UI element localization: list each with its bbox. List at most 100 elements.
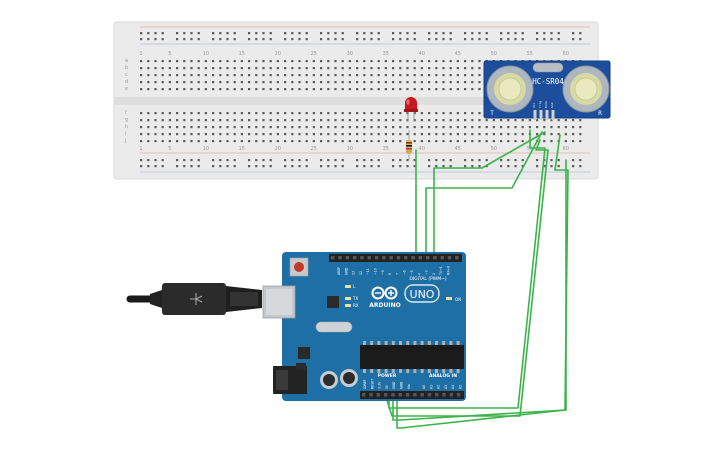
bb-row-letter: b	[125, 65, 128, 71]
wire-echo-to-pin	[433, 131, 546, 259]
header-hole[interactable]	[455, 256, 459, 260]
bb-column-number: 10	[203, 146, 209, 152]
header-hole[interactable]	[418, 256, 423, 260]
bb-hole	[183, 60, 186, 63]
sensor-pin[interactable]	[533, 110, 537, 120]
bb-row-letter: f	[125, 110, 127, 116]
bb-hole	[370, 133, 373, 136]
bb-rail-hole	[572, 32, 575, 35]
header-hole[interactable]	[369, 393, 373, 397]
chip-leg	[456, 369, 460, 373]
bb-hole	[370, 60, 373, 63]
bb-row-letter: c	[125, 72, 128, 78]
bb-hole	[478, 133, 481, 136]
chip-leg	[391, 341, 395, 345]
header-hole[interactable]	[338, 256, 342, 260]
header-hole[interactable]	[396, 256, 401, 260]
bb-hole	[176, 140, 179, 143]
analog-label: ANALOG IN	[429, 373, 457, 379]
resistor[interactable]	[406, 130, 412, 160]
header-hole[interactable]	[440, 256, 445, 260]
bb-hole	[147, 112, 150, 115]
bb-rail-hole	[507, 32, 510, 35]
bb-hole	[284, 133, 287, 136]
bb-hole	[140, 60, 143, 63]
bb-hole	[406, 74, 409, 77]
bb-hole	[456, 140, 459, 143]
header-hole[interactable]	[425, 256, 430, 260]
bb-hole	[500, 133, 503, 136]
bb-hole	[226, 126, 229, 129]
bb-rail-hole	[176, 38, 179, 41]
sensor-pin[interactable]	[545, 110, 549, 120]
bb-hole	[176, 126, 179, 129]
bb-hole	[276, 67, 279, 70]
header-hole[interactable]	[382, 256, 386, 260]
bb-hole	[500, 119, 503, 122]
bb-hole	[435, 126, 438, 129]
header-hole[interactable]	[456, 393, 461, 397]
bb-rail-hole	[428, 159, 431, 162]
header-hole[interactable]	[383, 393, 388, 397]
bb-hole	[557, 119, 560, 122]
header-hole[interactable]	[447, 256, 452, 260]
sensor-pin[interactable]	[551, 110, 555, 120]
bb-hole	[161, 119, 164, 122]
bb-rail-hole	[305, 165, 308, 168]
chip-leg	[370, 369, 374, 373]
bb-hole	[413, 74, 416, 77]
bb-hole	[269, 140, 272, 143]
bb-hole	[384, 81, 387, 84]
header-hole[interactable]	[352, 256, 357, 260]
bb-hole	[384, 60, 387, 63]
header-hole[interactable]	[331, 256, 335, 260]
bb-rail-hole	[291, 38, 294, 41]
header-hole[interactable]	[362, 393, 366, 397]
header-hole[interactable]	[389, 256, 393, 260]
bb-rail-hole	[464, 32, 467, 35]
header-hole[interactable]	[367, 256, 372, 260]
bb-hole	[212, 60, 215, 63]
bb-rail-hole	[176, 32, 179, 35]
bb-hole	[255, 126, 258, 129]
header-hole[interactable]	[374, 256, 379, 260]
bb-hole	[248, 112, 251, 115]
header-hole[interactable]	[413, 393, 417, 397]
bb-rail-hole	[305, 159, 308, 162]
header-hole[interactable]	[404, 256, 408, 260]
bb-hole	[183, 81, 186, 84]
bb-rail-hole	[485, 159, 488, 162]
bb-hole	[420, 74, 423, 77]
bb-rail-hole	[219, 159, 222, 162]
bb-hole	[248, 74, 251, 77]
header-hole[interactable]	[398, 393, 403, 397]
header-hole[interactable]	[435, 393, 439, 397]
header-hole[interactable]	[433, 256, 437, 260]
header-hole[interactable]	[411, 256, 415, 260]
bb-hole	[442, 126, 445, 129]
header-hole[interactable]	[345, 256, 350, 260]
header-hole[interactable]	[442, 393, 446, 397]
header-hole[interactable]	[376, 393, 381, 397]
bb-hole	[212, 126, 215, 129]
arduino-board[interactable]: ARDUINO UNO ON L TX RX DIGITAL (PWM~) PO…	[262, 252, 466, 401]
header-hole[interactable]	[427, 393, 432, 397]
bb-rail-hole	[428, 32, 431, 35]
header-hole[interactable]	[420, 393, 424, 397]
header-hole[interactable]	[405, 393, 410, 397]
header-hole[interactable]	[391, 393, 395, 397]
header-hole[interactable]	[449, 393, 454, 397]
bb-hole	[176, 74, 179, 77]
bb-hole	[399, 119, 402, 122]
bb-rail-hole	[219, 38, 222, 41]
header-hole[interactable]	[360, 256, 364, 260]
bb-rail-hole	[140, 159, 143, 162]
led[interactable]	[404, 97, 418, 122]
sensor-pin[interactable]	[539, 110, 543, 120]
bb-hole	[406, 112, 409, 115]
bb-hole	[521, 126, 524, 129]
bb-rail-hole	[190, 165, 193, 168]
